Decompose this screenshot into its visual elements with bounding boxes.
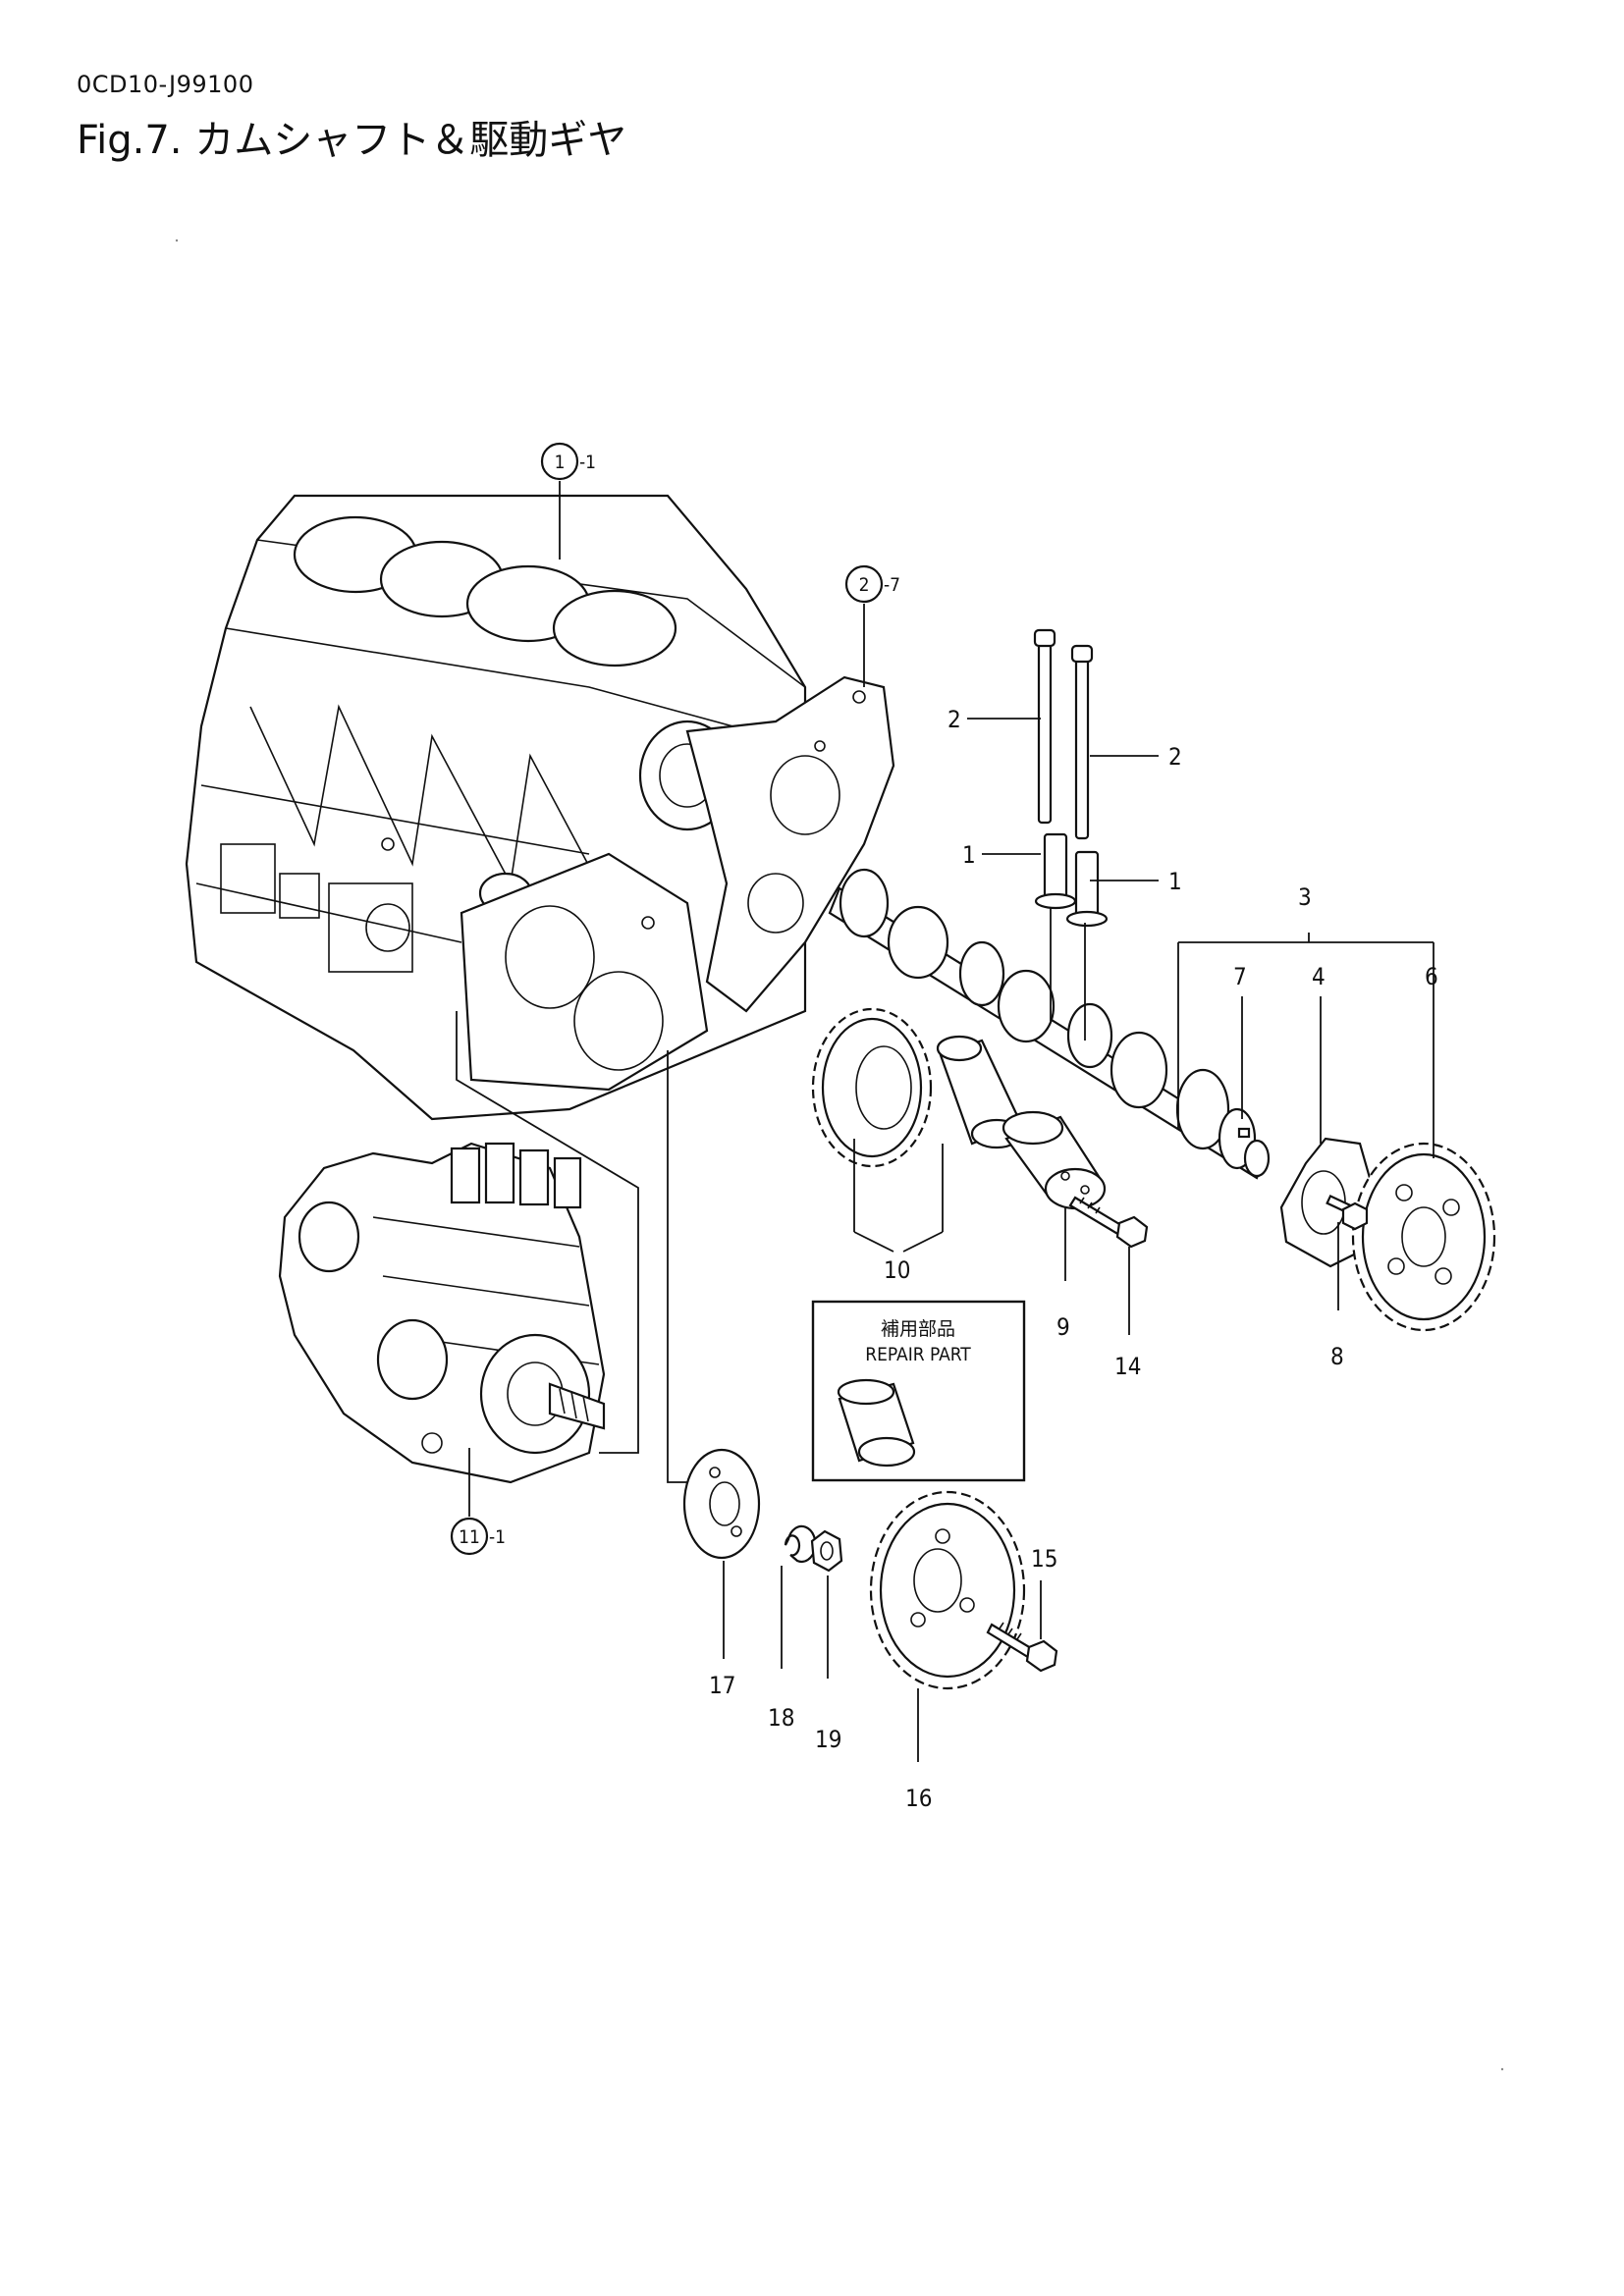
part-label-1-left: 1 — [962, 841, 976, 869]
part-label-19: 19 — [815, 1726, 841, 1753]
part-label-18: 18 — [768, 1704, 794, 1732]
document-code: 0CD10-J99100 — [77, 71, 254, 98]
part-label-7: 7 — [1233, 963, 1247, 990]
nut-illustration — [810, 1529, 843, 1573]
bushing-13-illustration — [837, 1378, 916, 1468]
pump-flange-illustration — [682, 1448, 761, 1560]
callout-gear-case-suffix: -7 — [884, 574, 900, 596]
callout-block-suffix: -1 — [579, 452, 596, 473]
part-label-6: 6 — [1425, 963, 1438, 990]
callout-pump-number: 11 — [459, 1526, 480, 1548]
pump-drive-gear-illustration — [869, 1490, 1026, 1690]
part-label-16: 16 — [905, 1785, 932, 1812]
part-label-9: 9 — [1056, 1313, 1070, 1341]
push-rods-and-tappets-illustration — [1033, 628, 1109, 928]
leader-lines — [456, 481, 1435, 1762]
callout-gear-case-number: 2 — [859, 574, 870, 596]
repair-box-title-jp: 補用部品 — [881, 1318, 955, 1340]
camshaft-illustration — [828, 868, 1271, 1180]
repair-part-box: 補用部品 REPAIR PART — [811, 1300, 1026, 1482]
part-label-1-right: 1 — [1168, 868, 1182, 895]
callout-block-number: 1 — [555, 452, 566, 473]
bolt-15-illustration — [986, 1622, 1058, 1673]
repair-box-title-en: REPAIR PART — [865, 1344, 971, 1365]
figure-title: Fig.7. カムシャフト＆駆動ギヤ — [77, 118, 627, 163]
part-label-15: 15 — [1031, 1545, 1057, 1573]
part-label-4: 4 — [1312, 963, 1326, 990]
gear-case-illustration — [685, 675, 895, 1013]
part-label-2-right: 2 — [1168, 743, 1182, 771]
part-label-8: 8 — [1330, 1343, 1344, 1370]
callout-block-ref: 1 -1 — [540, 442, 596, 481]
callout-gear-case-ref: 2 -7 — [844, 564, 900, 604]
part-label-17: 17 — [709, 1672, 735, 1699]
idle-gear-illustration — [811, 1007, 933, 1168]
idle-gear-shaft-illustration — [1001, 1110, 1107, 1210]
part-label-3: 3 — [1298, 883, 1312, 911]
callout-pump-suffix: -1 — [489, 1526, 506, 1548]
part-label-2-left: 2 — [947, 706, 961, 733]
cam-gear-illustration — [1351, 1142, 1496, 1332]
bolt-14-illustration — [1068, 1196, 1149, 1249]
lock-washer-illustration — [784, 1524, 817, 1564]
part-label-14: 14 — [1114, 1353, 1141, 1380]
bolt-8-illustration — [1326, 1194, 1369, 1231]
part-number-labels: 2 2 1 1 3 7 4 6 8 10 9 14 13 15 16 17 18… — [709, 706, 1438, 1812]
injection-pump-illustration — [278, 1142, 606, 1484]
part-label-10: 10 — [884, 1256, 910, 1284]
callout-pump-ref: 11 -1 — [450, 1517, 506, 1556]
